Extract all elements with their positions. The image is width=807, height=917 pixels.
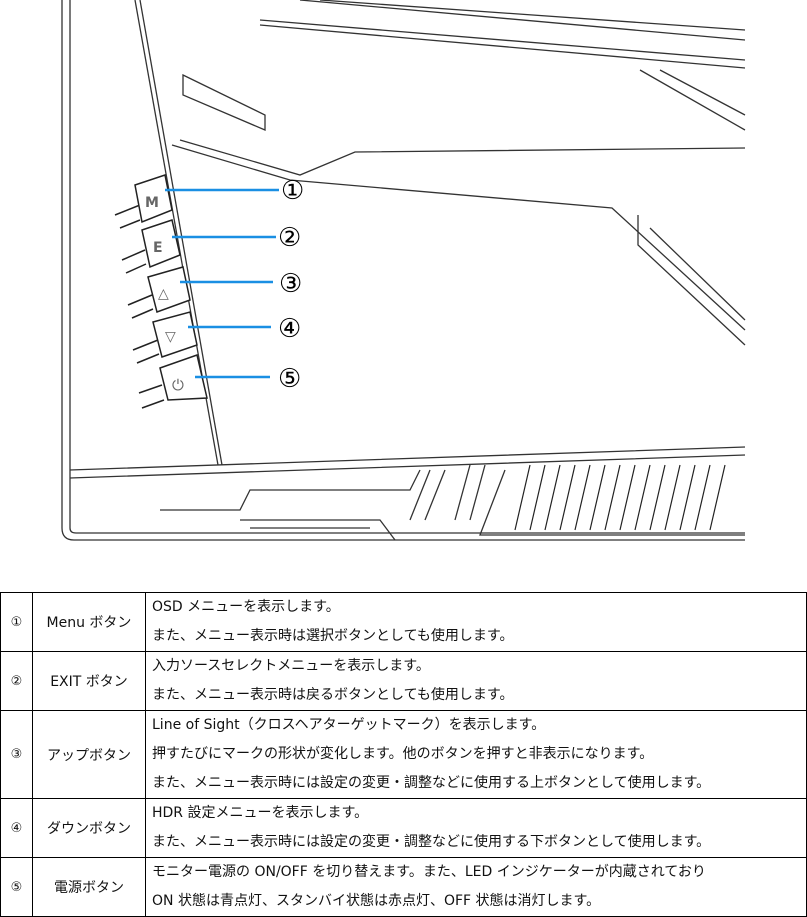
svg-text:M: M (145, 195, 159, 211)
callout-3: ③ (279, 269, 302, 299)
svg-text:E: E (153, 240, 163, 256)
row-number: ⑤ (0, 857, 33, 917)
vent-slots (514, 464, 726, 531)
description-line: また、メニュー表示時は選択ボタンとしても使用します。 (152, 628, 514, 644)
description-line: また、メニュー表示時には設定の変更・調整などに使用する下ボタンとして使用します。 (152, 834, 711, 850)
description-line: 押すたびにマークの形状が変化します。他のボタンを押すと非表示になります。 (152, 746, 654, 762)
down-button-shape: ▽ (132, 311, 198, 364)
svg-text:△: △ (158, 286, 169, 302)
exit-button-shape: E (121, 219, 181, 274)
callout-numbers: ① ② ③ ④ ⑤ (278, 176, 304, 394)
buttons: M E △ ▽ ⏻ (114, 174, 208, 409)
monitor-button-diagram: M E △ ▽ ⏻ ① ② ③ ④ ⑤ (61, 0, 746, 541)
monitor-outline (61, 0, 746, 541)
callout-2: ② (278, 223, 301, 253)
description-line: ON 状態は青点灯、スタンバイ状態は赤点灯、OFF 状態は消灯します。 (152, 893, 601, 909)
callout-1: ① (281, 176, 304, 206)
row-number: ① (0, 592, 33, 652)
button-description: OSD メニューを表示します。また、メニュー表示時は選択ボタンとしても使用します… (145, 592, 807, 652)
menu-button-shape: M (114, 174, 173, 229)
row-number: ④ (0, 798, 33, 858)
description-line: モニター電源の ON/OFF を切り替えます。また、LED インジケーターが内蔵… (152, 864, 706, 880)
button-description: Line of Sight（クロスヘアターゲットマーク）を表示します。押すたびに… (145, 710, 807, 799)
description-line: OSD メニューを表示します。 (152, 599, 340, 615)
button-description: モニター電源の ON/OFF を切り替えます。また、LED インジケーターが内蔵… (145, 857, 807, 917)
button-name: アップボタン (32, 710, 146, 799)
description-line: HDR 設定メニューを表示します。 (152, 805, 369, 821)
up-button-shape: △ (127, 266, 191, 319)
description-line: また、メニュー表示時には設定の変更・調整などに使用する上ボタンとして使用します。 (152, 775, 711, 791)
button-name: Menu ボタン (32, 592, 146, 652)
svg-text:▽: ▽ (165, 329, 176, 345)
button-description: HDR 設定メニューを表示します。また、メニュー表示時には設定の変更・調整などに… (145, 798, 807, 858)
description-line: また、メニュー表示時は戻るボタンとしても使用します。 (152, 687, 514, 703)
svg-text:⏻: ⏻ (172, 376, 184, 394)
callout-4: ④ (278, 314, 301, 344)
callout-5: ⑤ (278, 364, 301, 394)
callout-lines (165, 188, 279, 379)
description-line: 入力ソースセレクトメニューを表示します。 (152, 658, 430, 674)
description-line: Line of Sight（クロスヘアターゲットマーク）を表示します。 (152, 717, 546, 733)
row-number: ③ (0, 710, 33, 799)
button-name: 電源ボタン (32, 857, 146, 917)
power-button-shape: ⏻ (138, 354, 208, 409)
button-name: EXIT ボタン (32, 651, 146, 711)
button-description: 入力ソースセレクトメニューを表示します。また、メニュー表示時は戻るボタンとしても… (145, 651, 807, 711)
button-name: ダウンボタン (32, 798, 146, 858)
row-number: ② (0, 651, 33, 711)
